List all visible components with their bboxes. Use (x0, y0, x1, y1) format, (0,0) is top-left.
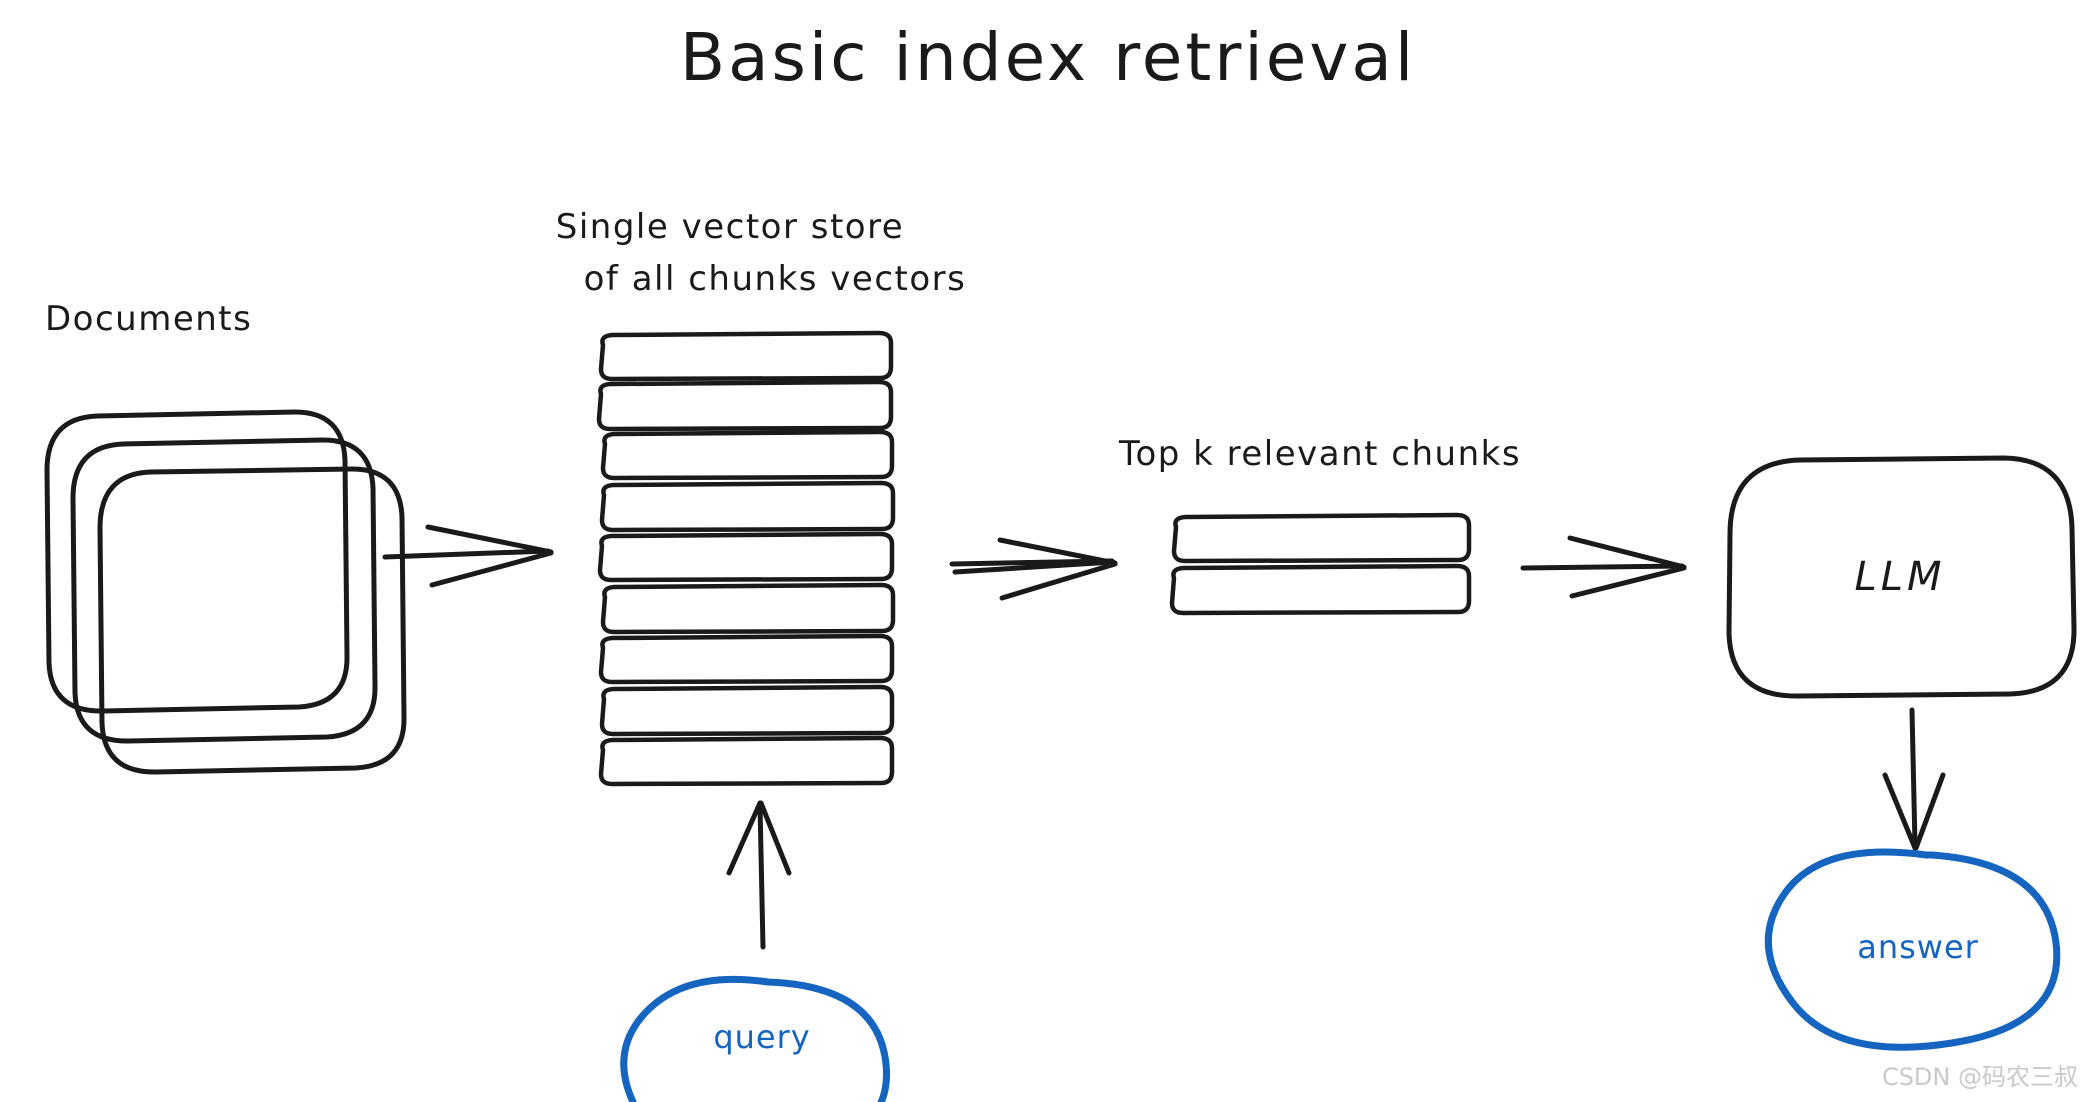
answer-node: answer (1764, 848, 2061, 1051)
arrow-documents-to-vector-store (382, 524, 554, 588)
arrow-llm-to-answer (1882, 707, 1946, 851)
vector-store-label-line1: Single vector store (556, 207, 904, 247)
answer-label: answer (1857, 928, 1979, 966)
vector-store-chunk-4 (599, 480, 896, 533)
vector-store-chunk-6 (600, 582, 896, 635)
vector-store-chunk-3 (600, 429, 895, 481)
topk-chunk-2 (1169, 563, 1472, 616)
llm-box (1726, 455, 2077, 699)
document-sheet-middle (70, 437, 378, 744)
vector-store-chunk-1 (598, 330, 894, 382)
query-node: query (620, 975, 891, 1102)
vector-store-chunk-8 (599, 684, 895, 737)
query-ellipse (620, 975, 891, 1102)
arrow-topk-to-llm (1520, 535, 1687, 599)
document-sheet-back (44, 409, 350, 714)
llm-node: LLM (1726, 455, 2077, 699)
documents-stack (44, 409, 407, 775)
vector-store-chunk-9 (598, 735, 895, 787)
arrow-vector-store-to-topk (949, 537, 1118, 601)
vector-store-label-line2: of all chunks vectors (584, 259, 967, 299)
query-label: query (713, 1018, 810, 1056)
topk-label: Top k relevant chunks (1118, 434, 1521, 474)
llm-label: LLM (1854, 554, 1945, 600)
answer-ellipse (1764, 848, 2061, 1051)
vector-store-chunk-stack (596, 330, 896, 787)
diagram-title: Basic index retrieval (680, 19, 1416, 96)
vector-store-chunk-7 (598, 633, 895, 685)
vector-store-chunk-5 (597, 531, 895, 583)
vector-store-chunk-2 (596, 379, 894, 432)
watermark: CSDN @码农三叔 (1881, 1063, 2078, 1091)
document-sheet-front (97, 466, 407, 775)
topk-chunk-1 (1171, 512, 1472, 564)
documents-label: Documents (45, 299, 252, 339)
arrow-query-to-vector-store (726, 800, 792, 950)
topk-chunk-stack (1169, 512, 1472, 616)
